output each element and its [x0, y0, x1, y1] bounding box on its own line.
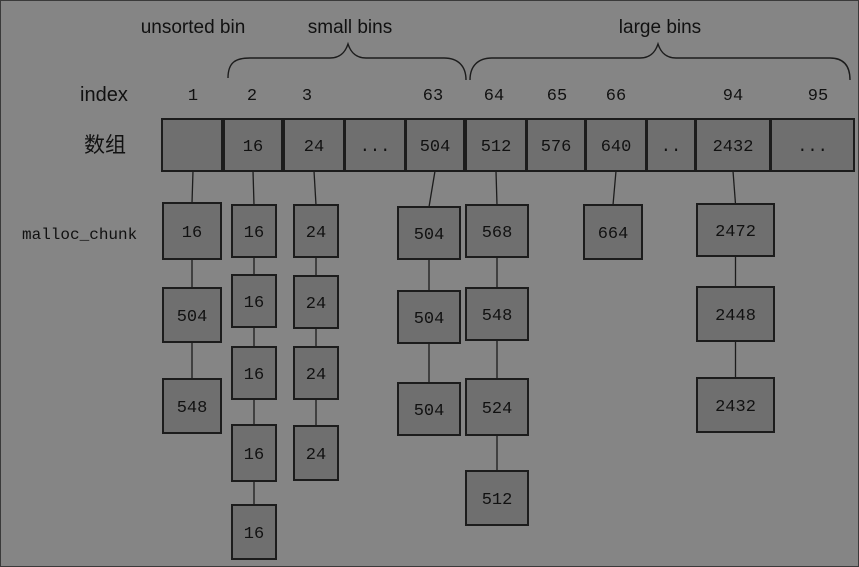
malloc-chunk-size-label: 24	[306, 446, 326, 465]
malloc-chunk-size-label: 504	[177, 308, 208, 327]
bin-index-label: 2	[247, 87, 257, 106]
bin-index-label: 66	[606, 87, 626, 106]
bin-index-label: 95	[808, 87, 828, 106]
malloc-chunk-size-label: 548	[482, 307, 513, 326]
bin-index-label: 1	[188, 87, 198, 106]
bin-array-cell-label: 504	[420, 138, 451, 157]
chain-link	[313, 170, 317, 206]
unsorted-bin-label: unsorted bin	[141, 17, 246, 38]
chain-link	[252, 170, 255, 206]
malloc-chunk-box	[397, 290, 461, 344]
malloc-chunk-box	[397, 382, 461, 436]
chain-link	[428, 170, 436, 208]
malloc-chunk-box	[465, 287, 529, 341]
malloc-chunk-size-label: 16	[244, 366, 264, 385]
malloc-chunk-size-label: 504	[414, 310, 445, 329]
malloc-chunk-size-label: 512	[482, 491, 513, 510]
large-bins-brace	[469, 41, 851, 81]
chain-link	[191, 170, 194, 204]
malloc-chunk-box	[583, 204, 643, 260]
malloc-chunk-box	[696, 203, 775, 257]
bin-array-cell	[223, 118, 283, 172]
bin-array: 16 24... 504 512 576 640.. 2432...	[161, 118, 855, 172]
malloc-chunk-size-label: 24	[306, 366, 326, 385]
malloc-chunk-box	[293, 204, 339, 258]
bin-index-label: 63	[423, 87, 443, 106]
malloc-chunk-size-label: 548	[177, 399, 208, 418]
chain-link	[732, 170, 737, 205]
malloc-chunk-size-label: 16	[244, 525, 264, 544]
malloc-chunk-size-label: 16	[244, 446, 264, 465]
malloc-chunk-box	[293, 346, 339, 400]
malloc-chunk-size-label: 664	[598, 225, 629, 244]
bin-array-cell-label: 512	[481, 138, 512, 157]
malloc-chunk-size-label: 16	[244, 294, 264, 313]
bin-array-cell-label: 576	[541, 138, 572, 157]
malloc-chunk-box	[231, 504, 277, 560]
bin-array-cell	[405, 118, 465, 172]
malloc-chunk-size-label: 24	[306, 224, 326, 243]
malloc-chunk-size-label: 16	[244, 224, 264, 243]
bin-array-cell	[646, 118, 696, 172]
malloc-chunk-box	[162, 287, 222, 343]
bin-index-label: 3	[302, 87, 312, 106]
malloc-chunk-size-label: 504	[414, 226, 445, 245]
bin-array-cell-label: 2432	[713, 138, 754, 157]
bin-array-cell-label: ...	[360, 138, 391, 157]
bin-array-cell	[283, 118, 345, 172]
malloc-chunk-box	[162, 202, 222, 260]
malloc-chunk-box	[231, 274, 277, 328]
chain-link	[495, 170, 498, 206]
malloc-chunk-box	[696, 286, 775, 342]
large-bins-label: large bins	[619, 17, 701, 38]
malloc-chunk-box	[293, 425, 339, 481]
bin-array-cell-label: ..	[661, 138, 681, 157]
bin-array-cell-label: ...	[797, 138, 828, 157]
malloc-chunk-box	[231, 424, 277, 482]
bin-array-cell	[344, 118, 406, 172]
malloc-chunk-box	[397, 206, 461, 260]
chain-link	[612, 170, 617, 206]
malloc-chunk-box	[293, 275, 339, 329]
bin-array-cell	[161, 118, 223, 172]
malloc-chunk-size-label: 2472	[715, 223, 756, 242]
bin-index-label: 64	[484, 87, 504, 106]
malloc-chunk-size-label: 2448	[715, 307, 756, 326]
index-row-label: index	[80, 84, 128, 106]
chunk-row-label: malloc_chunk	[22, 226, 137, 244]
small-bins-brace	[227, 41, 467, 81]
bin-array-cell	[526, 118, 586, 172]
bin-array-cell	[770, 118, 855, 172]
index-labels: 1 2 3 63 64 65 66 94 95	[188, 87, 828, 106]
malloc-chunk-box	[465, 378, 529, 436]
bin-index-label: 94	[723, 87, 743, 106]
malloc-chunk-size-label: 2432	[715, 398, 756, 417]
small-bins-label: small bins	[308, 17, 392, 38]
malloc-chunk-size-label: 568	[482, 224, 513, 243]
malloc-chunk-box	[231, 346, 277, 400]
malloc-chunk-box	[231, 204, 277, 258]
chunk-chains: 16 504 548 16 16 16 16 16 24 24 24 24 504 504 504 568 54…	[162, 202, 775, 560]
bin-array-cell	[465, 118, 527, 172]
chain-links	[191, 170, 737, 505]
bin-index-label: 65	[547, 87, 567, 106]
malloc-chunk-size-label: 504	[414, 402, 445, 421]
malloc-chunk-size-label: 524	[482, 400, 513, 419]
malloc-chunk-box	[465, 204, 529, 258]
malloc-chunk-box	[465, 470, 529, 526]
bin-array-cell	[585, 118, 647, 172]
bin-array-cell-label: 24	[304, 138, 324, 157]
array-row-label: 数组	[84, 133, 126, 157]
bin-array-cell-label: 16	[243, 138, 263, 157]
malloc-chunk-box	[162, 378, 222, 434]
bin-array-cell-label: 640	[601, 138, 632, 157]
malloc-chunk-size-label: 16	[182, 224, 202, 243]
malloc-chunk-box	[696, 377, 775, 433]
malloc-chunk-size-label: 24	[306, 295, 326, 314]
